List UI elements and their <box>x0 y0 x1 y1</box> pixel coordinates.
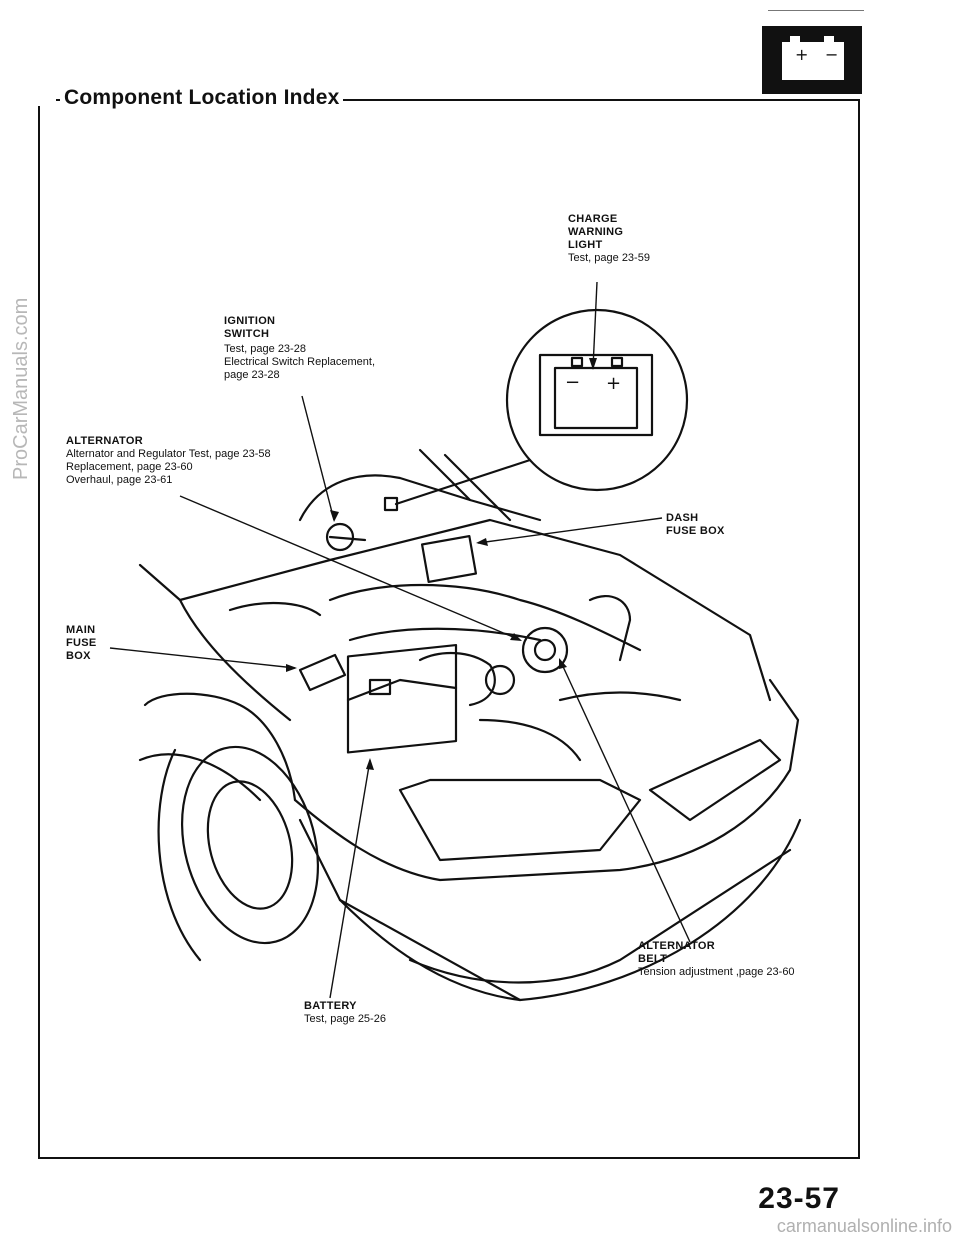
svg-text:+: + <box>795 45 808 64</box>
alternator-belt-label: ALTERNATOR BELT Tension adjustment ,page… <box>638 940 795 979</box>
charge-warning-light-title-3: LIGHT <box>568 239 603 251</box>
main-fuse-box-title-3: BOX <box>66 650 91 662</box>
alternator-belt-title-2: BELT <box>638 953 668 965</box>
charge-warning-light-title-2: WARNING <box>568 226 624 238</box>
charge-warning-light-label: CHARGE WARNING LIGHT Test, page 23-59 <box>568 213 650 265</box>
charge-warning-light-title-1: CHARGE <box>568 213 618 225</box>
ignition-switch-title-2: SWITCH <box>224 328 270 340</box>
battery-line-1: Test, page 25-26 <box>304 1013 386 1025</box>
battery-title: BATTERY <box>304 1000 357 1012</box>
battery-icon: + − <box>762 26 862 94</box>
ignition-switch-label: IGNITION SWITCH Test, page 23-28 Electri… <box>224 315 375 382</box>
main-fuse-box-title-2: FUSE <box>66 637 97 649</box>
alternator-belt-title-1: ALTERNATOR <box>638 940 715 952</box>
page-frame <box>38 99 860 1159</box>
dash-fuse-box-label: DASH FUSE BOX <box>666 512 725 538</box>
alternator-line-2: Replacement, page 23-60 <box>66 461 193 473</box>
ignition-switch-line-2: Electrical Switch Replacement, <box>224 356 376 368</box>
svg-text:+: + <box>606 373 621 394</box>
battery-label: BATTERY Test, page 25-26 <box>304 1000 386 1026</box>
svg-text:−: − <box>565 372 580 393</box>
charge-warning-light-line-1: Test, page 23-59 <box>568 252 650 264</box>
alternator-line-3: Overhaul, page 23-61 <box>66 474 173 486</box>
alternator-label: ALTERNATOR Alternator and Regulator Test… <box>66 435 271 487</box>
main-fuse-box-title-1: MAIN <box>66 624 96 636</box>
alternator-title: ALTERNATOR <box>66 435 143 447</box>
main-fuse-box-label: MAIN FUSE BOX <box>66 624 97 663</box>
ignition-switch-line-1: Test, page 23-28 <box>224 343 306 355</box>
page-number: 23-57 <box>758 1182 840 1215</box>
side-watermark: ProCarManuals.com <box>10 297 32 480</box>
ignition-switch-line-3: page 23-28 <box>224 369 280 381</box>
ignition-switch-title-1: IGNITION <box>224 315 276 327</box>
bottom-watermark: carmanualsonline.info <box>776 1216 952 1236</box>
dash-fuse-box-title-2: FUSE BOX <box>666 525 725 537</box>
frame-corner-gap <box>36 96 56 106</box>
svg-text:−: − <box>825 45 838 64</box>
top-rule <box>768 10 864 11</box>
dash-fuse-box-title-1: DASH <box>666 512 699 524</box>
alternator-belt-line-1: Tension adjustment ,page 23-60 <box>638 966 795 978</box>
alternator-line-1: Alternator and Regulator Test, page 23-5… <box>66 448 271 460</box>
section-title: Component Location Index <box>60 86 344 110</box>
